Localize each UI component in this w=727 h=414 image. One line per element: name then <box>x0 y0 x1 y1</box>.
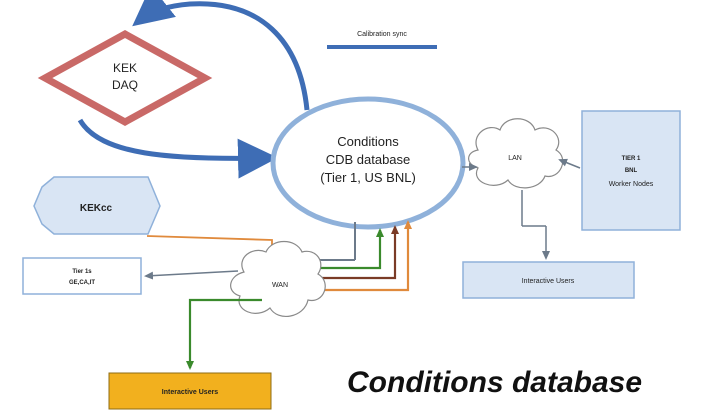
kekcc-label: KEKcc <box>80 203 113 214</box>
lan-label: LAN <box>508 155 522 162</box>
conditions-db-line2: CDB database <box>326 152 411 167</box>
wan-label: WAN <box>272 282 288 289</box>
tier1-bnl-line3: Worker Nodes <box>609 181 654 188</box>
calibration-sync-arrow-up <box>132 0 310 111</box>
interactive-users-bnl-label: Interactive Users <box>522 278 575 285</box>
interactive-users-bnl-box: Interactive Users <box>462 261 635 299</box>
kek-daq-label-line1: KEK <box>113 61 137 75</box>
kek-daq-node: KEK DAQ <box>37 30 213 126</box>
tier1-bnl-box: TIER 1 BNL Worker Nodes <box>581 110 681 231</box>
kekcc-node: KEKcc <box>33 176 161 235</box>
db-wan-link-orange <box>306 220 412 292</box>
kek-daq-label-line2: DAQ <box>112 78 138 92</box>
kekcc-wan-link <box>146 235 273 250</box>
wan-cloud: WAN <box>230 240 326 317</box>
conditions-db-line3: (Tier 1, US BNL) <box>320 170 416 185</box>
lan-cloud: LAN <box>468 118 564 189</box>
wan-tier1s-link <box>144 270 239 280</box>
diagram-title: Conditions database <box>347 366 643 399</box>
tier1s-line2: GE,CA,IT <box>69 280 95 286</box>
interactive-users-wan-box: Interactive Users <box>108 372 272 410</box>
tier1-bnl-line2: BNL <box>625 168 638 174</box>
conditions-db-line1: Conditions <box>337 134 399 149</box>
tier1s-line1: Tier 1s <box>72 269 92 275</box>
legend-label: Calibration sync <box>357 31 407 38</box>
tier1-bnl-line1: TIER 1 <box>622 156 641 162</box>
wan-users-link <box>186 298 262 370</box>
calibration-sync-arrow-down <box>77 118 278 179</box>
tier1s-box: Tier 1s GE,CA,IT <box>22 257 142 295</box>
bnl-lan-link <box>558 158 581 169</box>
interactive-users-wan-label: Interactive Users <box>162 389 219 396</box>
conditions-db-node: Conditions CDB database (Tier 1, US BNL) <box>270 96 466 230</box>
db-wan-link-brown <box>308 225 399 280</box>
db-wan-link-green <box>306 228 384 270</box>
